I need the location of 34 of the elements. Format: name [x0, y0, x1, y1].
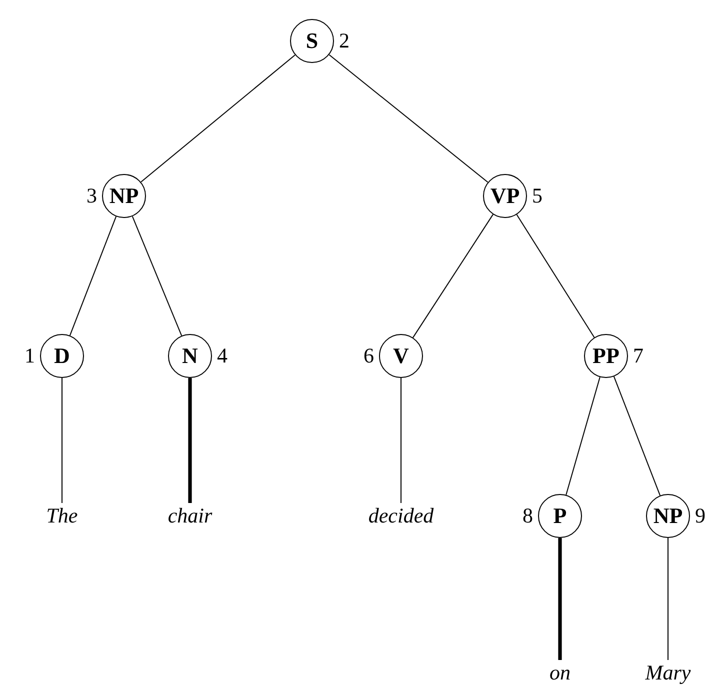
- category-label: VP: [490, 183, 520, 209]
- node-number: 9: [695, 506, 706, 526]
- node-number: 1: [24, 346, 35, 366]
- tree-branch: [400, 378, 402, 504]
- node-number: 7: [633, 346, 644, 366]
- category-label: N: [182, 343, 198, 369]
- node-number: 3: [86, 186, 97, 206]
- leaf-word: decided: [368, 506, 434, 526]
- tree-branch: [613, 376, 661, 496]
- tree-branch: [516, 214, 595, 338]
- tree-branch: [140, 54, 296, 182]
- category-label: P: [553, 503, 567, 529]
- leaf-word: Mary: [645, 662, 691, 684]
- category-label: PP: [592, 343, 620, 369]
- leaf-word: The: [46, 506, 78, 526]
- category-label: D: [54, 343, 70, 369]
- category-label: NP: [109, 183, 139, 209]
- node-number: 6: [364, 346, 374, 366]
- node-number: 5: [532, 186, 542, 206]
- tree-branch: [328, 54, 488, 183]
- tree-branch: [69, 216, 117, 336]
- category-label: S: [306, 28, 318, 54]
- tree-branch: [558, 538, 562, 660]
- tree-branch: [132, 216, 182, 336]
- node-number: 4: [217, 346, 228, 366]
- leaf-word: chair: [168, 506, 212, 526]
- category-label: NP: [653, 503, 683, 529]
- category-label: V: [393, 343, 409, 369]
- node-number: 8: [522, 506, 533, 526]
- leaf-word: on: [550, 662, 570, 684]
- tree-branch: [412, 214, 494, 338]
- tree-branch: [188, 378, 192, 503]
- node-number: 2: [339, 30, 350, 52]
- tree-branch: [566, 376, 600, 496]
